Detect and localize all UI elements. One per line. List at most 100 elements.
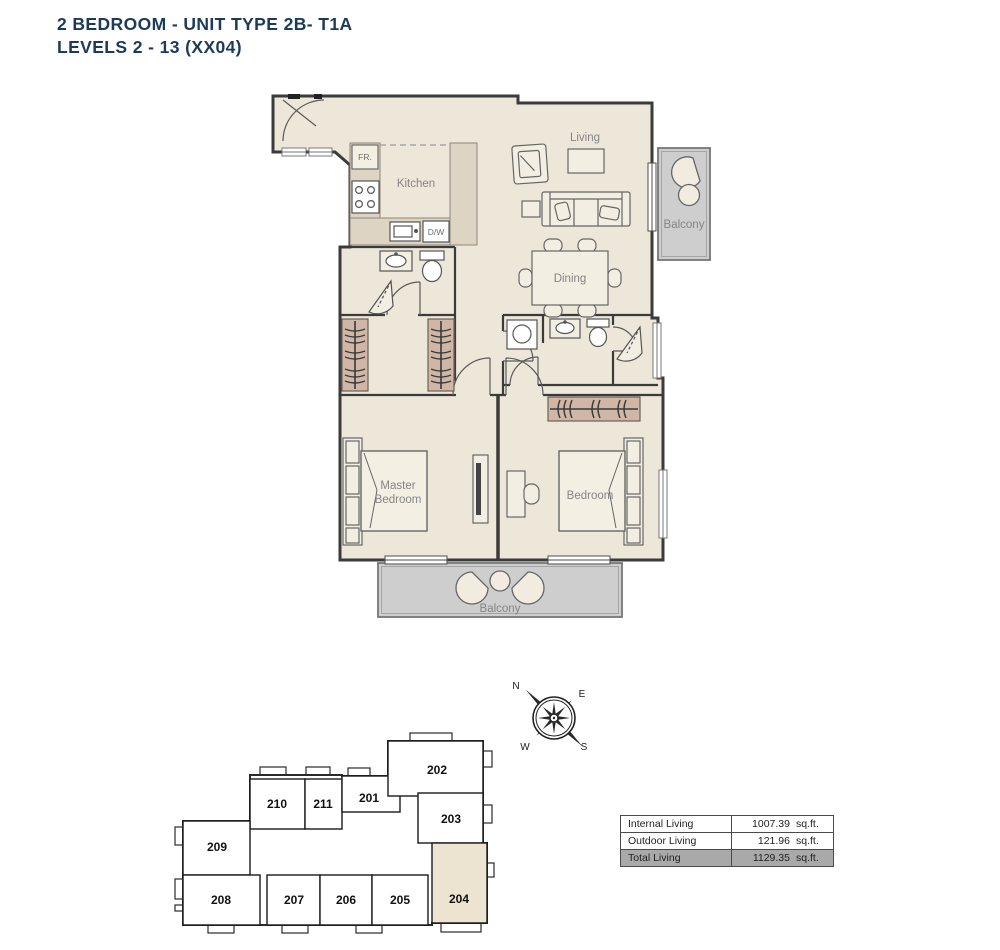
armchair-icon <box>511 143 549 185</box>
unit-209 <box>182 820 251 876</box>
balcony-chair-icon <box>455 571 489 605</box>
unit-205 <box>371 874 429 926</box>
bedroom-door <box>505 357 544 396</box>
fridge-icon <box>351 144 379 170</box>
bed-icon <box>558 450 626 532</box>
living-label: Living <box>570 132 600 144</box>
bedroom-label: Bedroom <box>567 490 614 502</box>
area-unit: sq.ft. <box>796 852 819 864</box>
balcony-door <box>547 555 611 565</box>
unit-209-label: 209 <box>207 840 227 854</box>
unit-201-label: 201 <box>359 791 379 805</box>
unit-211 <box>304 778 343 830</box>
bedroom-2: Bedroom <box>506 437 644 546</box>
dining-chair-icon <box>543 303 563 318</box>
unit-202-label: 202 <box>427 763 447 777</box>
door-frame-block <box>314 94 322 99</box>
unit-205-label: 205 <box>390 893 410 907</box>
headboard <box>623 437 644 546</box>
hallway-wardrobes <box>341 318 641 422</box>
balcony-table-icon <box>489 570 511 592</box>
unit-208-label: 208 <box>211 893 231 907</box>
page-title: 2 BEDROOM - UNIT TYPE 2B- T1A LEVELS 2 -… <box>57 13 353 59</box>
kitchen: FR. D/W Kitchen <box>349 142 478 246</box>
living-room: Living <box>511 132 631 227</box>
bed-icon <box>360 450 428 532</box>
master-bedroom-label2: Bedroom <box>375 494 422 506</box>
desk-icon <box>506 470 540 518</box>
area-row-internal: Internal Living 1007.39 sq.ft. <box>621 816 833 832</box>
area-label: Outdoor Living <box>621 833 732 849</box>
area-label: Internal Living <box>621 816 732 832</box>
keyplan-units <box>182 740 488 926</box>
keyplan: 210 211 201 202 203 204 209 208 207 206 … <box>174 732 495 934</box>
balcony-right: Balcony <box>657 147 711 261</box>
window <box>308 147 333 157</box>
compass-east-label: E <box>579 689 586 700</box>
floor-plan: Balcony Balcony <box>271 94 711 618</box>
unit-207 <box>266 874 321 926</box>
title-line1: 2 BEDROOM - UNIT TYPE 2B- T1A <box>57 14 353 34</box>
area-row-outdoor: Outdoor Living 121.96 sq.ft. <box>621 832 833 849</box>
wardrobe-icon <box>427 318 455 392</box>
dining-table-icon <box>531 250 609 306</box>
washing-machine-icon <box>506 319 538 350</box>
entry-door <box>282 99 325 142</box>
kitchen-label: Kitchen <box>397 178 435 190</box>
area-value: 1007.39 <box>752 818 790 830</box>
sink-icon <box>549 318 581 339</box>
fridge-label: FR. <box>358 152 372 162</box>
tv-table-icon <box>567 148 605 174</box>
shower-icon <box>368 279 394 315</box>
area-value: 121.96 <box>757 835 790 847</box>
window <box>652 322 662 379</box>
sink-icon <box>379 250 413 272</box>
unit-204-highlighted <box>431 842 488 924</box>
area-unit: sq.ft. <box>796 818 819 830</box>
kitchen-counter <box>449 142 478 246</box>
dining-chair-icon <box>518 268 533 288</box>
balcony-bottom-label: Balcony <box>480 603 521 615</box>
unit-203-label: 203 <box>441 812 461 826</box>
interior-walls <box>340 245 663 560</box>
toilet-icon <box>419 250 445 283</box>
wardrobe-icon <box>547 396 641 422</box>
kitchen-sink-icon <box>389 221 421 242</box>
unit-207-label: 207 <box>284 893 304 907</box>
compass-rose: N E W S <box>512 681 587 753</box>
dining-chair-icon <box>577 303 597 318</box>
balcony-right-label: Balcony <box>664 219 705 231</box>
balcony-bottom: Balcony <box>377 562 623 618</box>
compass-north-label: N <box>512 681 519 692</box>
balcony-chair-icon <box>511 571 545 605</box>
unit-210-label: 210 <box>267 797 287 811</box>
unit-211-label: 211 <box>313 797 333 811</box>
window <box>658 469 668 539</box>
dining-chair-icon <box>577 238 597 253</box>
shower-icon <box>616 325 643 362</box>
area-row-total: Total Living 1129.35 sq.ft. <box>621 849 833 866</box>
area-unit: sq.ft. <box>796 835 819 847</box>
bathroom-1 <box>368 250 445 315</box>
vestibule-door <box>509 356 539 386</box>
balcony-door <box>647 162 657 232</box>
door-frame-block <box>288 94 300 99</box>
headboard <box>342 437 363 546</box>
title-line2: LEVELS 2 - 13 (XX04) <box>57 37 243 57</box>
balcony-door <box>384 555 448 565</box>
area-value: 1129.35 <box>752 852 790 864</box>
side-table-icon <box>521 200 541 218</box>
toilet-icon <box>586 318 610 348</box>
bathroom-2 <box>506 318 643 362</box>
window <box>281 147 307 157</box>
dining-area: Dining <box>518 238 622 318</box>
dining-label: Dining <box>554 273 587 285</box>
sofa-icon <box>541 191 631 227</box>
windows <box>281 147 668 565</box>
dishwasher-icon <box>422 220 450 243</box>
unit-206-label: 206 <box>336 893 356 907</box>
balcony-table-icon <box>677 183 701 207</box>
master-bedroom-label: Master <box>380 480 415 492</box>
dishwasher-label: D/W <box>428 227 445 237</box>
